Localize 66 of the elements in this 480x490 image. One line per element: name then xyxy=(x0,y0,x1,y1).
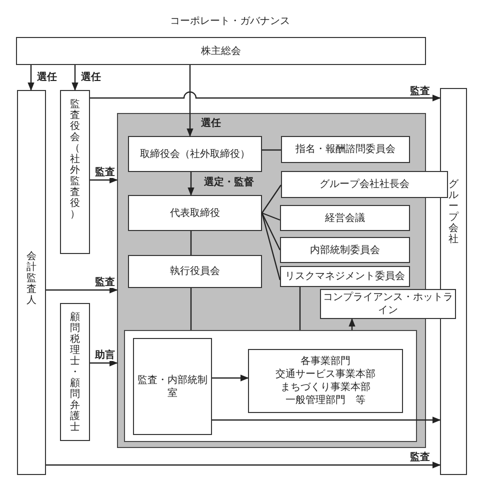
arrow xyxy=(348,318,356,330)
node-label: グループ会社社長会 xyxy=(320,178,410,191)
process-box xyxy=(280,266,410,287)
process-box xyxy=(440,88,467,475)
group-panel xyxy=(117,113,426,448)
connector-line xyxy=(261,212,281,280)
process-box xyxy=(17,90,46,475)
connector-line xyxy=(261,212,281,250)
process-box xyxy=(133,338,212,435)
arrow xyxy=(90,360,118,366)
arrow xyxy=(46,286,118,294)
node-label: 取締役会（社外取締役） xyxy=(140,148,250,160)
node-label: 経営会議 xyxy=(325,212,365,224)
arrow xyxy=(46,462,441,468)
node-label: 株主総会 xyxy=(201,44,241,58)
arrow xyxy=(188,172,194,196)
node-label: 監査役会（社外監査役） xyxy=(70,99,80,220)
connector-line xyxy=(299,287,301,330)
process-box xyxy=(128,255,262,288)
edge-label: 監査 xyxy=(409,87,431,97)
connector-line xyxy=(262,149,281,151)
arrow xyxy=(28,65,34,91)
arrow xyxy=(212,416,441,424)
edge-label: 選任 xyxy=(80,73,102,83)
process-box xyxy=(128,195,262,231)
edge-label: 監査 xyxy=(94,278,116,288)
node-label: 交通サービス事業本部 xyxy=(276,368,376,381)
node-label: 指名・報酬諮問委員会 xyxy=(296,143,396,156)
process-box xyxy=(281,171,448,198)
arrow xyxy=(90,92,441,102)
edge-label: 監査 xyxy=(94,168,116,178)
connector-line xyxy=(262,184,282,214)
node-label: 各事業部門 xyxy=(300,355,350,368)
node-label: 内部統制委員会 xyxy=(310,244,380,256)
department-panel xyxy=(124,330,417,442)
process-box xyxy=(281,136,410,163)
edge-label: 監査 xyxy=(409,453,431,463)
connector-line xyxy=(190,231,192,255)
process-box xyxy=(248,349,403,413)
process-box xyxy=(128,136,262,172)
arrow xyxy=(212,374,249,382)
node-label: まちづくり事業本部 xyxy=(280,381,370,394)
process-box xyxy=(280,237,410,263)
node-label: 代表取締役 xyxy=(170,206,220,220)
process-box xyxy=(280,205,410,231)
node-label: 顧問税理士・顧問弁護士 xyxy=(70,312,80,433)
node-label: 監査・内部統制室 xyxy=(136,374,208,400)
arrow xyxy=(72,65,78,91)
process-box xyxy=(16,37,426,65)
node-label: 一般管理部門 等 xyxy=(286,394,366,407)
connector-line xyxy=(262,212,280,221)
arrow xyxy=(90,176,118,184)
process-box xyxy=(60,303,90,441)
diagram-title: コーポレート・ガバナンス xyxy=(169,15,291,28)
node-label: 執行役員会 xyxy=(170,265,220,278)
edge-label: 選定・監督 xyxy=(203,178,255,188)
edge-label: 選任 xyxy=(200,119,222,129)
process-box xyxy=(60,90,90,254)
edge-label: 選任 xyxy=(36,73,58,83)
node-label: リスクマネジメント委員会 xyxy=(285,270,405,283)
arrow xyxy=(186,65,194,137)
connector-line xyxy=(190,288,192,330)
edge-label: 助言 xyxy=(94,351,116,361)
node-label: グループ会社 xyxy=(448,179,458,245)
node-label: コンプライアンス・ホットライン xyxy=(322,291,454,317)
node-label: 会計監査人 xyxy=(26,251,36,306)
